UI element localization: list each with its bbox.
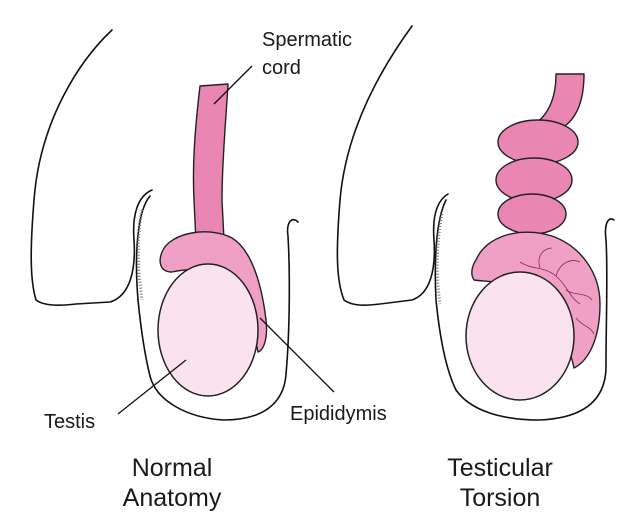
- normal-anatomy-illustration: [30, 29, 299, 421]
- leader-epididymis: [259, 317, 335, 393]
- leader-spermatic-cord: [213, 65, 253, 105]
- right-penis-outline: [434, 199, 457, 391]
- right-shading: [435, 213, 444, 305]
- caption-torsion-line1: Testicular: [447, 454, 553, 482]
- leader-testis: [117, 359, 187, 415]
- right-scrotum-outline: [455, 218, 615, 421]
- right-vein-3: [565, 289, 593, 301]
- label-epididymis: Epididymis: [290, 403, 387, 425]
- left-epididymis: [159, 231, 268, 353]
- left-penis-outline: [135, 195, 151, 377]
- left-shading: [136, 209, 144, 301]
- caption-normal-line2: Anatomy: [123, 484, 222, 512]
- caption-torsion-line2: Torsion: [460, 484, 541, 512]
- label-testis: Testis: [44, 411, 95, 433]
- right-vein-2: [555, 260, 581, 277]
- left-scrotum-outline: [149, 218, 299, 421]
- left-spermatic-cord: [192, 83, 229, 243]
- left-thigh-outline: [30, 29, 153, 306]
- right-vein-5: [575, 317, 595, 335]
- left-testis: [157, 263, 259, 397]
- right-cord-coil-1: [497, 119, 579, 165]
- label-cord: cord: [262, 57, 301, 79]
- right-vein-4: [538, 247, 553, 269]
- label-spermatic: Spermatic: [262, 29, 352, 51]
- caption-normal-line1: Normal: [132, 454, 213, 482]
- right-cord-coil-3: [497, 193, 567, 235]
- torsion-illustration: [336, 25, 615, 421]
- right-thigh-outline: [336, 25, 449, 306]
- right-testis: [465, 271, 575, 401]
